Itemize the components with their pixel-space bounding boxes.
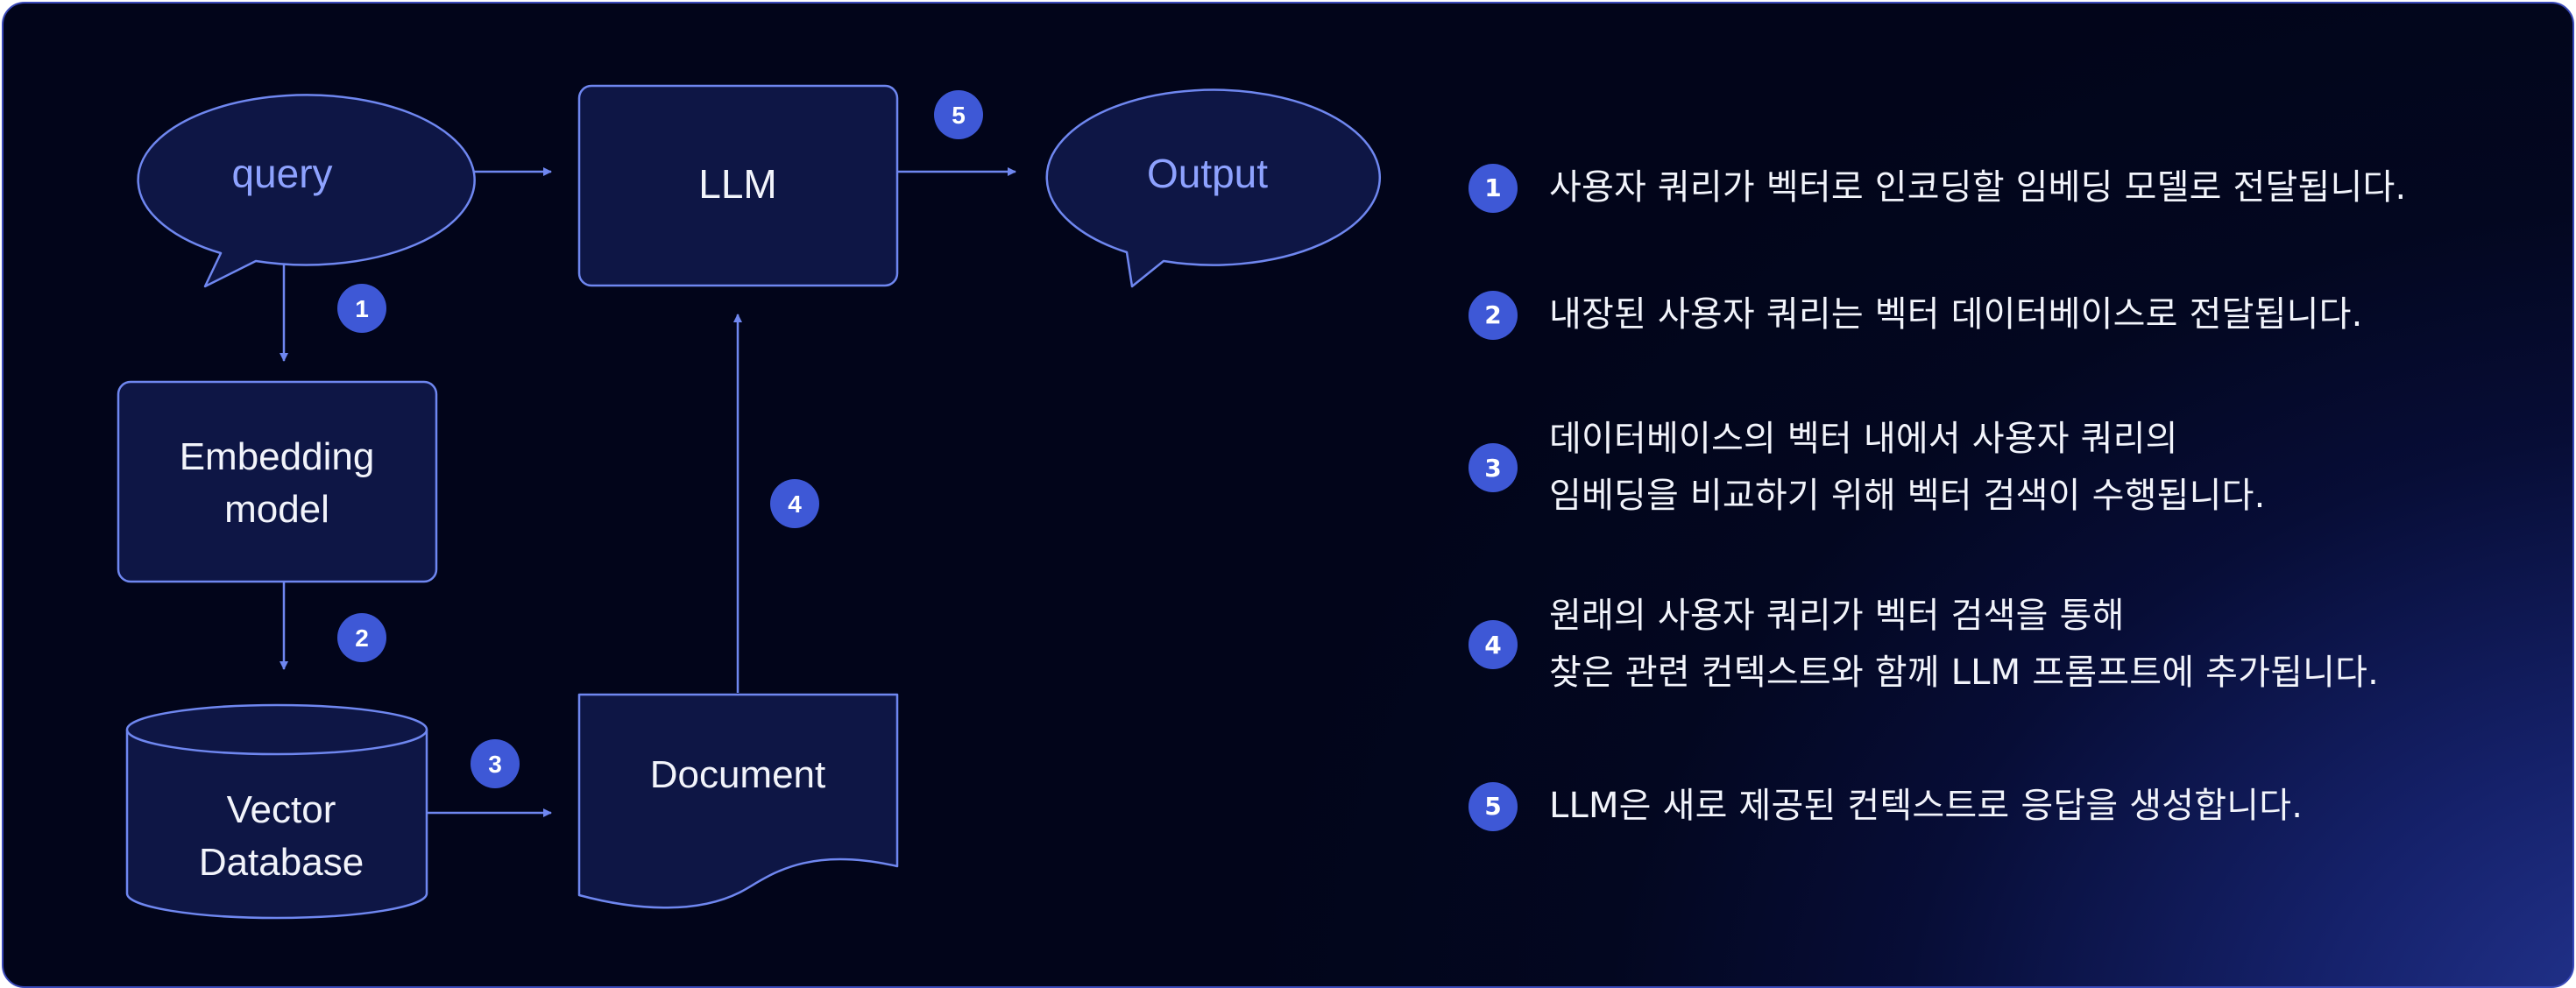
vector-database-label-line2: Database (199, 841, 364, 884)
document-label: Document (650, 753, 826, 796)
step-text: 사용자 쿼리가 벡터로 인코딩할 임베딩 모델로 전달됩니다. (1549, 167, 2407, 208)
step-text: LLM은 새로 제공된 컨텍스트로 응답을 생성합니다. (1549, 786, 2304, 826)
step-badge-5: 5 (934, 90, 983, 139)
step-badge-2: 2 (337, 613, 386, 662)
step-badge-4: 4 (770, 479, 819, 528)
embedding-model-node: Embedding model (117, 380, 438, 583)
vector-database-label-line1: Vector (227, 788, 336, 831)
step-number-badge: 4 (1468, 620, 1518, 669)
document-node: Document (577, 693, 899, 909)
output-label: Output (1147, 151, 1268, 196)
step-badge-1: 1 (337, 284, 386, 333)
step-description-5: 5 LLM은 새로 제공된 컨텍스트로 응답을 생성합니다. (1468, 778, 2303, 835)
llm-label: LLM (698, 161, 776, 207)
llm-node: LLM (577, 84, 899, 287)
rag-flow-diagram: query LLM Output Embedding model Vector … (117, 84, 1381, 920)
vector-database-node: Vector Database (125, 703, 428, 920)
step-description-2: 2 내장된 사용자 쿼리는 벡터 데이터베이스로 전달됩니다. (1468, 286, 2363, 343)
step-text: 원래의 사용자 쿼리가 벡터 검색을 통해 찾은 관련 컨텍스트와 함께 LLM… (1549, 596, 2380, 693)
svg-text:3: 3 (488, 751, 502, 778)
step-text: 데이터베이스의 벡터 내에서 사용자 쿼리의 임베딩을 비교하기 위해 벡터 검… (1549, 419, 2266, 516)
svg-text:2: 2 (355, 625, 369, 652)
embedding-model-label-line2: model (224, 488, 329, 531)
step-description-1: 1 사용자 쿼리가 벡터로 인코딩할 임베딩 모델로 전달됩니다. (1468, 159, 2406, 216)
query-label: query (231, 151, 332, 196)
svg-text:1: 1 (355, 295, 369, 322)
svg-text:5: 5 (952, 102, 966, 129)
step-number-badge: 5 (1468, 781, 1518, 831)
query-node: query (137, 94, 476, 288)
step-text: 내장된 사용자 쿼리는 벡터 데이터베이스로 전달됩니다. (1549, 294, 2363, 335)
step-number-badge: 2 (1468, 290, 1518, 340)
step-description-3: 3 데이터베이스의 벡터 내에서 사용자 쿼리의 임베딩을 비교하기 위해 벡터… (1468, 411, 2266, 525)
output-node: Output (1045, 88, 1381, 288)
step-number-badge: 1 (1468, 163, 1518, 213)
step-number-badge: 3 (1468, 443, 1518, 492)
embedding-model-label-line1: Embedding (180, 435, 375, 478)
step-description-4: 4 원래의 사용자 쿼리가 벡터 검색을 통해 찾은 관련 컨텍스트와 함께 L… (1468, 588, 2379, 702)
svg-text:4: 4 (788, 490, 802, 518)
step-badge-3: 3 (471, 739, 520, 788)
